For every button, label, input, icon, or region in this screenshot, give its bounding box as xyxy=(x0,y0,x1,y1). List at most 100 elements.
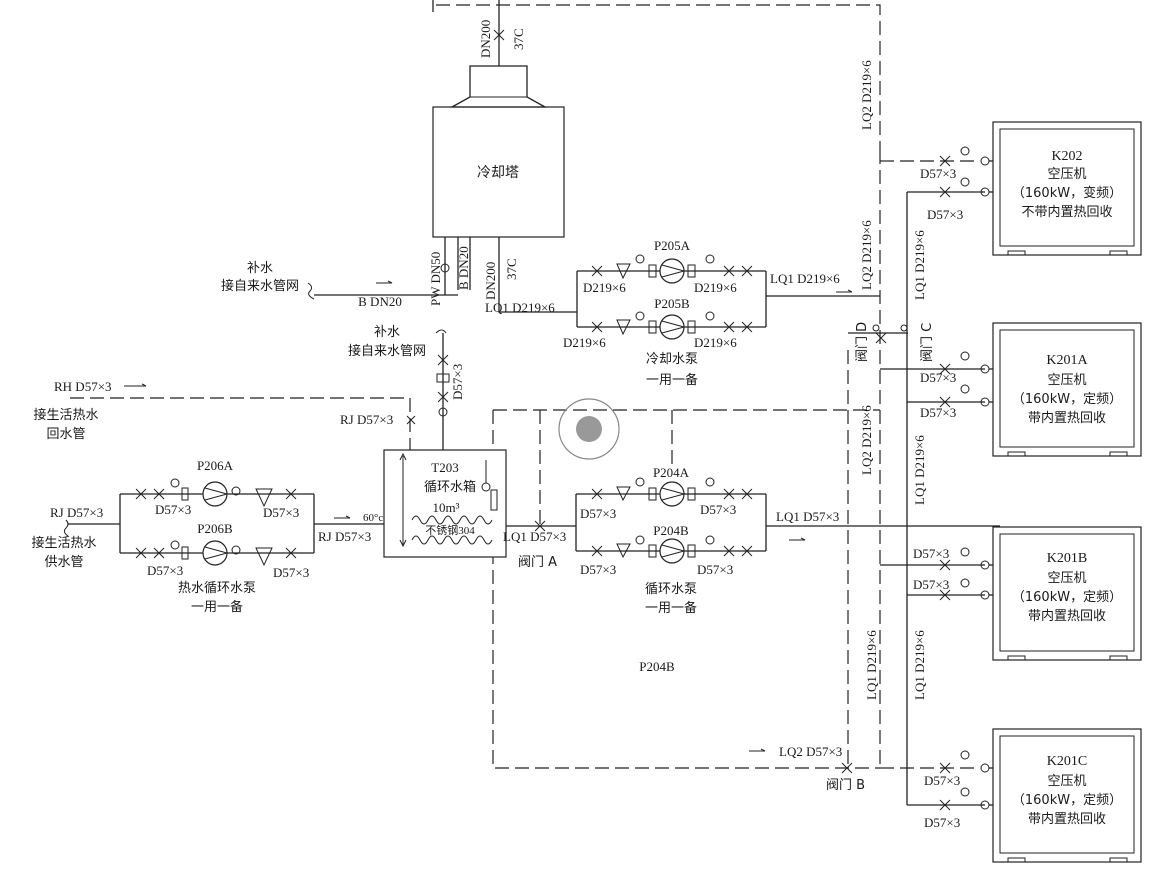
tank-material: 不锈钢304 xyxy=(425,524,475,537)
tower-makeup-pipe-label: PW DN50 xyxy=(428,252,443,306)
rj-desc-1: 接生活热水 xyxy=(31,535,96,551)
pump-p206a-label: P206A xyxy=(197,458,234,473)
lq1-mid-label: LQ1 D219×6 xyxy=(912,435,927,505)
k201a-pipe-1: D57×3 xyxy=(920,370,956,385)
makeup-2-pipe: D57×3 xyxy=(450,364,465,400)
makeup-water-1: 补水 接自来水管网 B DN20 xyxy=(221,261,458,309)
pump-p205a-icon xyxy=(659,258,685,284)
makeup-2-title: 补水 xyxy=(374,325,400,340)
tower-outlet-pipe-label: DN200 xyxy=(483,262,498,300)
k202-note: 不带内置热回收 xyxy=(1021,204,1112,220)
pump-p204a-icon xyxy=(659,481,685,507)
k201a-type: 空压机 xyxy=(1047,373,1086,388)
makeup-1-title: 补水 xyxy=(247,261,273,276)
pump-p205b-label: P205B xyxy=(654,296,690,311)
k201b-pipe-2: D57×3 xyxy=(913,577,949,592)
cooling-tower: 冷却塔 DN200 37C PW DN50 B DN20 DN200 37C xyxy=(428,0,881,312)
makeup-water-2: 补水 接自来水管网 D57×3 xyxy=(348,325,465,450)
circ-caption-1: 循环水泵 xyxy=(645,582,697,597)
k201c-type: 空压机 xyxy=(1047,774,1086,789)
tank-top-rj: RJ D57×3 xyxy=(340,412,393,427)
check-valve-icon xyxy=(741,265,753,277)
circ-bottom-label: P204B xyxy=(639,659,675,674)
pump-p205a-label: P205A xyxy=(654,238,691,253)
valve-group: 阀门 D 阀门 C 阀门 B LQ2 D57×3 xyxy=(749,322,935,793)
k202-id: K202 xyxy=(1051,149,1082,164)
gate-valve-icon xyxy=(723,321,735,333)
gauge-icon xyxy=(705,254,715,264)
tank-id: T203 xyxy=(431,460,458,475)
k201c-pipe-2: D57×3 xyxy=(924,815,960,830)
tank-name: 循环水箱 xyxy=(424,479,476,495)
circ-outlet-pipe: LQ1 D57×3 xyxy=(776,509,839,524)
k201b-pipe-1: D57×3 xyxy=(913,546,949,561)
cooling-size-b-out: D219×6 xyxy=(694,335,737,350)
valve-d-label: 阀门 D xyxy=(855,322,870,362)
gate-valve-icon xyxy=(493,29,505,41)
k201b-type: 空压机 xyxy=(1047,571,1086,586)
valve-b-label: 阀门 B xyxy=(826,778,865,793)
circ-size-a-out: D57×3 xyxy=(700,502,736,517)
k201a-id: K201A xyxy=(1046,353,1088,368)
cooling-size-b-in: D219×6 xyxy=(563,335,606,350)
pump-p205b-icon xyxy=(659,314,685,340)
hot-size-a-in: D57×3 xyxy=(155,502,191,517)
compressor-k201a: K201A 空压机 （160kW，定频） 带内置热回收 D57×3 D57×3 xyxy=(920,322,1142,457)
valve-b-icon xyxy=(841,762,853,774)
float-valve-icon xyxy=(438,407,448,417)
lq2-low-label: LQ2 D219×6 xyxy=(859,405,874,475)
k201c-note: 带内置热回收 xyxy=(1028,811,1106,827)
pump-p204b-icon xyxy=(659,538,685,564)
rj-pipe-label: RJ D57×3 xyxy=(50,505,103,520)
check-valve-icon xyxy=(741,321,753,333)
gate-valve-icon xyxy=(591,321,603,333)
compressor-k202: K202 空压机 （160kW，变频） 不带内置热回收 D57×3 D57×3 xyxy=(920,121,1142,256)
hot-caption-2: 一用一备 xyxy=(191,599,243,615)
tank-outlet-pipe: LQ1 D57×3 xyxy=(503,529,566,544)
strainer-icon xyxy=(616,263,631,280)
rh-return-line: RH D57×3 接生活热水 回水管 RJ D57×3 xyxy=(33,379,416,450)
k201a-pipe-2: D57×3 xyxy=(920,405,956,420)
circ-size-b-out: D57×3 xyxy=(697,562,733,577)
risers: LQ2 D219×6 LQ2 D219×6 LQ2 D219×6 LQ1 D21… xyxy=(859,60,985,806)
marker-dot-icon xyxy=(576,416,602,442)
float-valve-icon xyxy=(440,263,450,273)
strainer-icon xyxy=(255,488,273,508)
circ-size-b-in: D57×3 xyxy=(580,562,616,577)
tank-temp: 60°c xyxy=(363,512,383,524)
k202-type: 空压机 xyxy=(1047,167,1086,182)
k201c-pipe-1: D57×3 xyxy=(924,773,960,788)
cooling-inlet-pipe: LQ1 D219×6 xyxy=(485,300,555,315)
gauge-icon xyxy=(635,311,645,321)
rj-desc-2: 供水管 xyxy=(44,555,83,570)
strainer-icon xyxy=(255,547,273,567)
pump-p206b-label: P206B xyxy=(197,521,233,536)
pump-p204a-label: P204A xyxy=(653,465,690,480)
tower-outlet-temp-label: 37C xyxy=(504,258,519,280)
hot-pumps: RJ D57×3 接生活热水 供水管 P206A D57×3 D57×3 P20… xyxy=(31,458,384,615)
rh-desc-2: 回水管 xyxy=(46,427,85,442)
cooling-caption-1: 冷却水泵 xyxy=(646,352,698,367)
compressor-k201c: K201C 空压机 （160kW，定频） 带内置热回收 D57×3 D57×3 xyxy=(924,728,1142,863)
cooling-size-a-out: D219×6 xyxy=(694,280,737,295)
gate-valve-icon xyxy=(406,415,416,425)
k201a-spec: （160kW，定频） xyxy=(1012,392,1122,407)
k201b-spec: （160kW，定频） xyxy=(1012,590,1122,605)
gate-valve-icon xyxy=(437,391,449,403)
k201c-id: K201C xyxy=(1047,754,1087,769)
lq2-bottom-label: LQ2 D57×3 xyxy=(779,744,842,759)
k201b-id: K201B xyxy=(1047,551,1087,566)
lq1-up-label: LQ1 D219×6 xyxy=(912,230,927,300)
makeup-2-source: 接自来水管网 xyxy=(348,343,426,359)
circ-pumps: 阀门 A P204A D57×3 D57×3 P204B D57×3 D57×3 xyxy=(506,465,1000,674)
tank-t203: T203 循环水箱 10m³ 不锈钢304 RJ D57×3 60°c LQ1 … xyxy=(318,449,566,558)
tower-blowdown-pipe-label: B DN20 xyxy=(456,246,471,290)
valve-a-label: 阀门 A xyxy=(518,555,557,570)
marker-circle-icon xyxy=(558,398,620,460)
lq2-top-label: LQ2 D219×6 xyxy=(859,60,874,130)
lq1-left-label: LQ1 D219×6 xyxy=(864,630,879,700)
lq2-mid-label: LQ2 D219×6 xyxy=(859,220,874,290)
circ-caption-2: 一用一备 xyxy=(645,600,697,616)
pump-p206a-icon xyxy=(202,481,228,507)
valve-c-label: 阀门 C xyxy=(920,323,935,362)
